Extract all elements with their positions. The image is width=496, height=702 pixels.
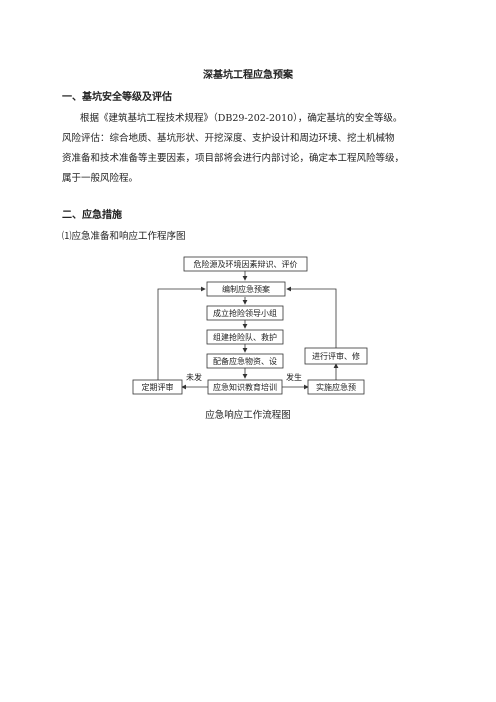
flow-node-equipment-label: 配备应急物资、设 [213, 356, 277, 366]
flow-node-plan-label: 编制应急预案 [222, 284, 270, 294]
flowchart-caption: 应急响应工作流程图 [205, 410, 291, 421]
section-heading-safety-level: 一、基坑安全等级及评估 [62, 92, 172, 103]
paragraph-risk-line-1: 风险评估：综合地质、基坑形状、开挖深度、支护设计和周边环境、挖土机械物 [62, 133, 395, 144]
flow-node-training: 应急知识教育培训 [207, 379, 283, 395]
paragraph-risk-line-2: 资准备和技术准备等主要因素，项目部将会进行内部讨论，确定本工程风险等级， [62, 153, 405, 164]
flow-node-hazard-label: 危险源及环境因素辩识、评价 [194, 259, 298, 269]
paragraph-risk-line-3: 属于一般风险程。 [62, 173, 139, 184]
flow-node-review-revise-label: 进行评审、修 [312, 351, 360, 361]
flow-node-periodic-review-label: 定期评审 [142, 382, 174, 392]
flow-node-hazard-identification: 危险源及环境因素辩识、评价 [183, 256, 308, 272]
flow-node-rescue-team: 组建抢险队、救护 [206, 329, 284, 345]
flow-node-team-label: 组建抢险队、救护 [213, 332, 277, 342]
flow-node-equipment: 配备应急物资、设 [206, 353, 284, 369]
flow-node-prepare-plan: 编制应急预案 [206, 281, 286, 297]
flow-node-leadership-group: 成立抢险领导小组 [206, 305, 284, 321]
edge-label-not-occurred: 未发 [186, 372, 202, 382]
edge-label-occurred: 发生 [286, 372, 302, 382]
subheading-flowchart: ⑴应急准备和响应工作程序图 [62, 231, 186, 242]
flow-node-periodic-review: 定期评审 [132, 379, 183, 395]
section-heading-emergency-measures: 二、应急措施 [62, 210, 122, 221]
document-title: 深基坑工程应急预案 [203, 70, 293, 81]
flow-node-leadership-label: 成立抢险领导小组 [213, 308, 277, 318]
flow-node-implement-label: 实施应急预 [316, 382, 356, 392]
flowchart-connectors [157, 271, 339, 390]
flow-node-training-label: 应急知识教育培训 [213, 382, 277, 392]
flow-node-review-revise: 进行评审、修 [304, 347, 368, 365]
flow-node-implement-plan: 实施应急预 [307, 379, 365, 395]
paragraph-standard: 根据《建筑基坑工程技术规程》（DB29-202-2010），确定基坑的安全等级。 [80, 113, 403, 124]
